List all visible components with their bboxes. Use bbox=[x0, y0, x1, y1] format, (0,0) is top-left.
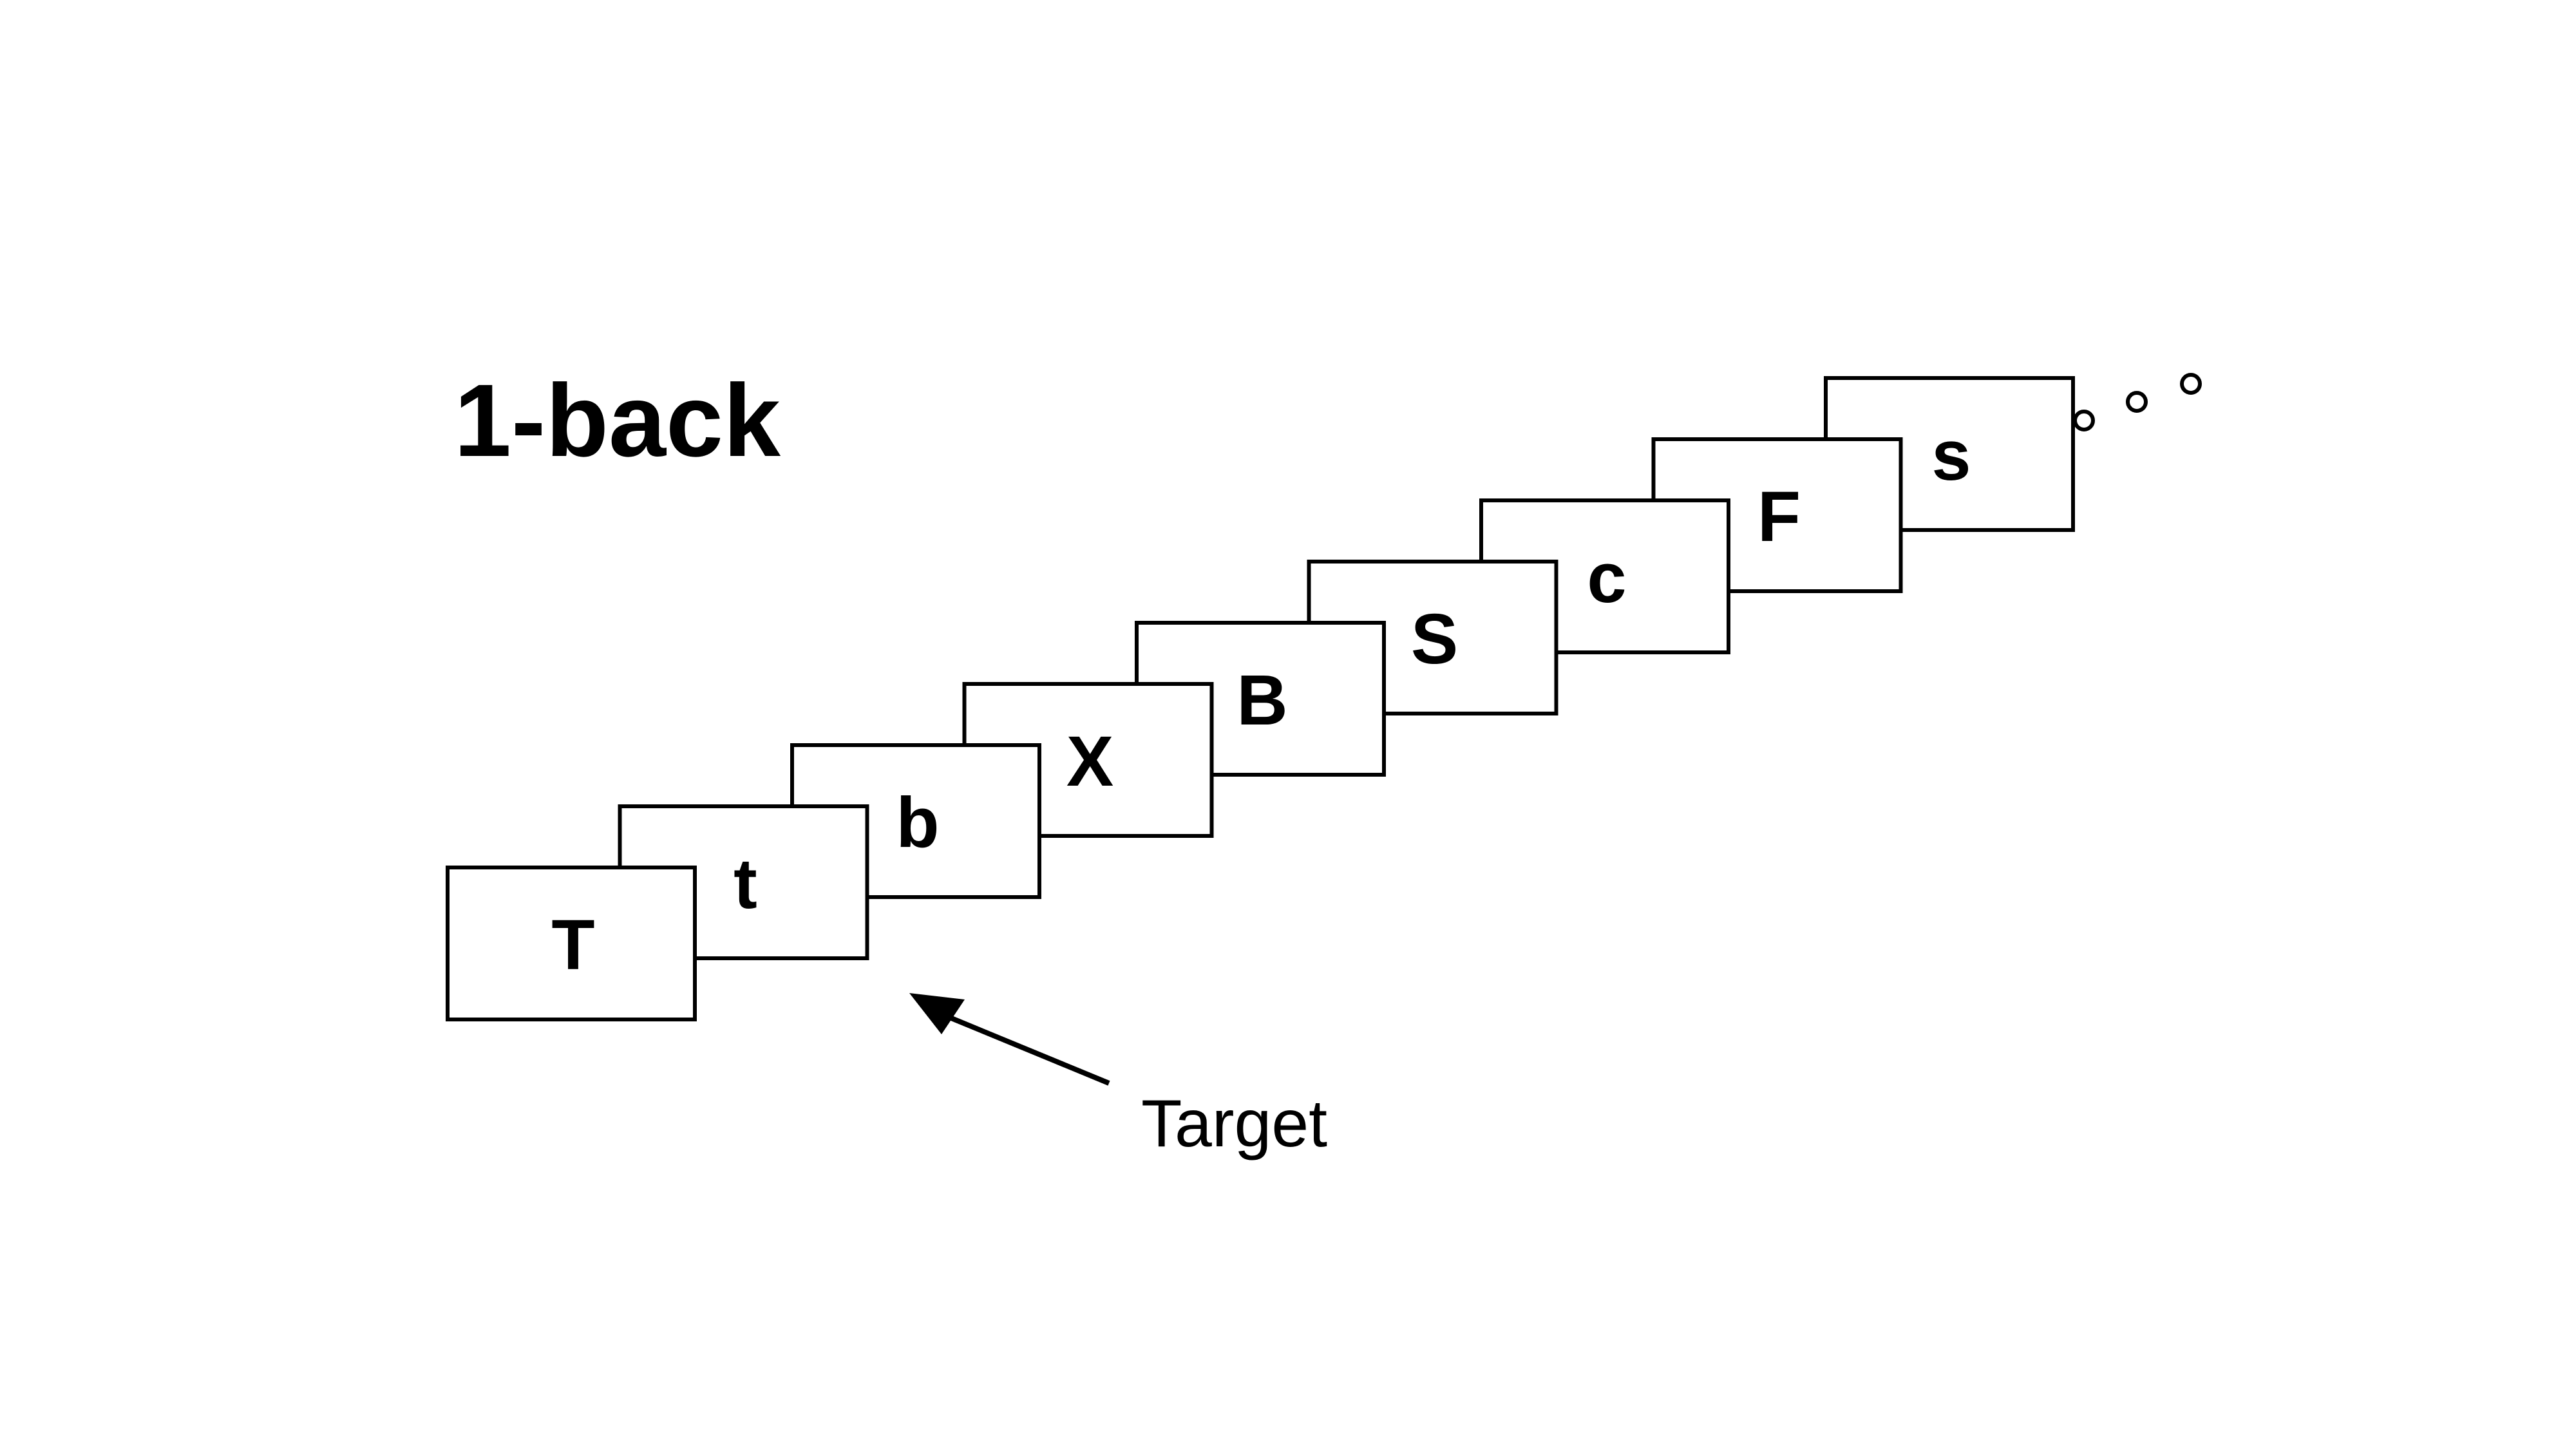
stimulus-letter: c bbox=[1587, 538, 1626, 618]
stimulus-card: T bbox=[446, 866, 697, 1021]
target-arrowhead-icon bbox=[909, 993, 965, 1034]
continuation-dots bbox=[2073, 373, 2202, 431]
stimulus-letter: b bbox=[896, 783, 939, 862]
stimulus-letter: F bbox=[1757, 477, 1801, 556]
continuation-dot bbox=[2180, 373, 2202, 395]
stimulus-letter: S bbox=[1411, 600, 1458, 679]
stimulus-letter: B bbox=[1236, 661, 1287, 740]
stimulus-letter: t bbox=[734, 844, 757, 923]
stimulus-card-frame bbox=[446, 866, 697, 1021]
target-arrow-shaft bbox=[945, 1014, 1110, 1086]
stimulus-letter: s bbox=[1931, 416, 1971, 495]
stimulus-card: F bbox=[1651, 437, 1903, 593]
target-label: Target bbox=[1141, 1086, 1327, 1161]
stimulus-letter: T bbox=[551, 905, 594, 985]
continuation-dot bbox=[2073, 410, 2095, 431]
diagram-title: 1-back bbox=[454, 363, 781, 478]
stimulus-letter: X bbox=[1066, 722, 1113, 801]
continuation-dot bbox=[2126, 391, 2148, 413]
target-annotation: Target bbox=[909, 993, 1327, 1161]
